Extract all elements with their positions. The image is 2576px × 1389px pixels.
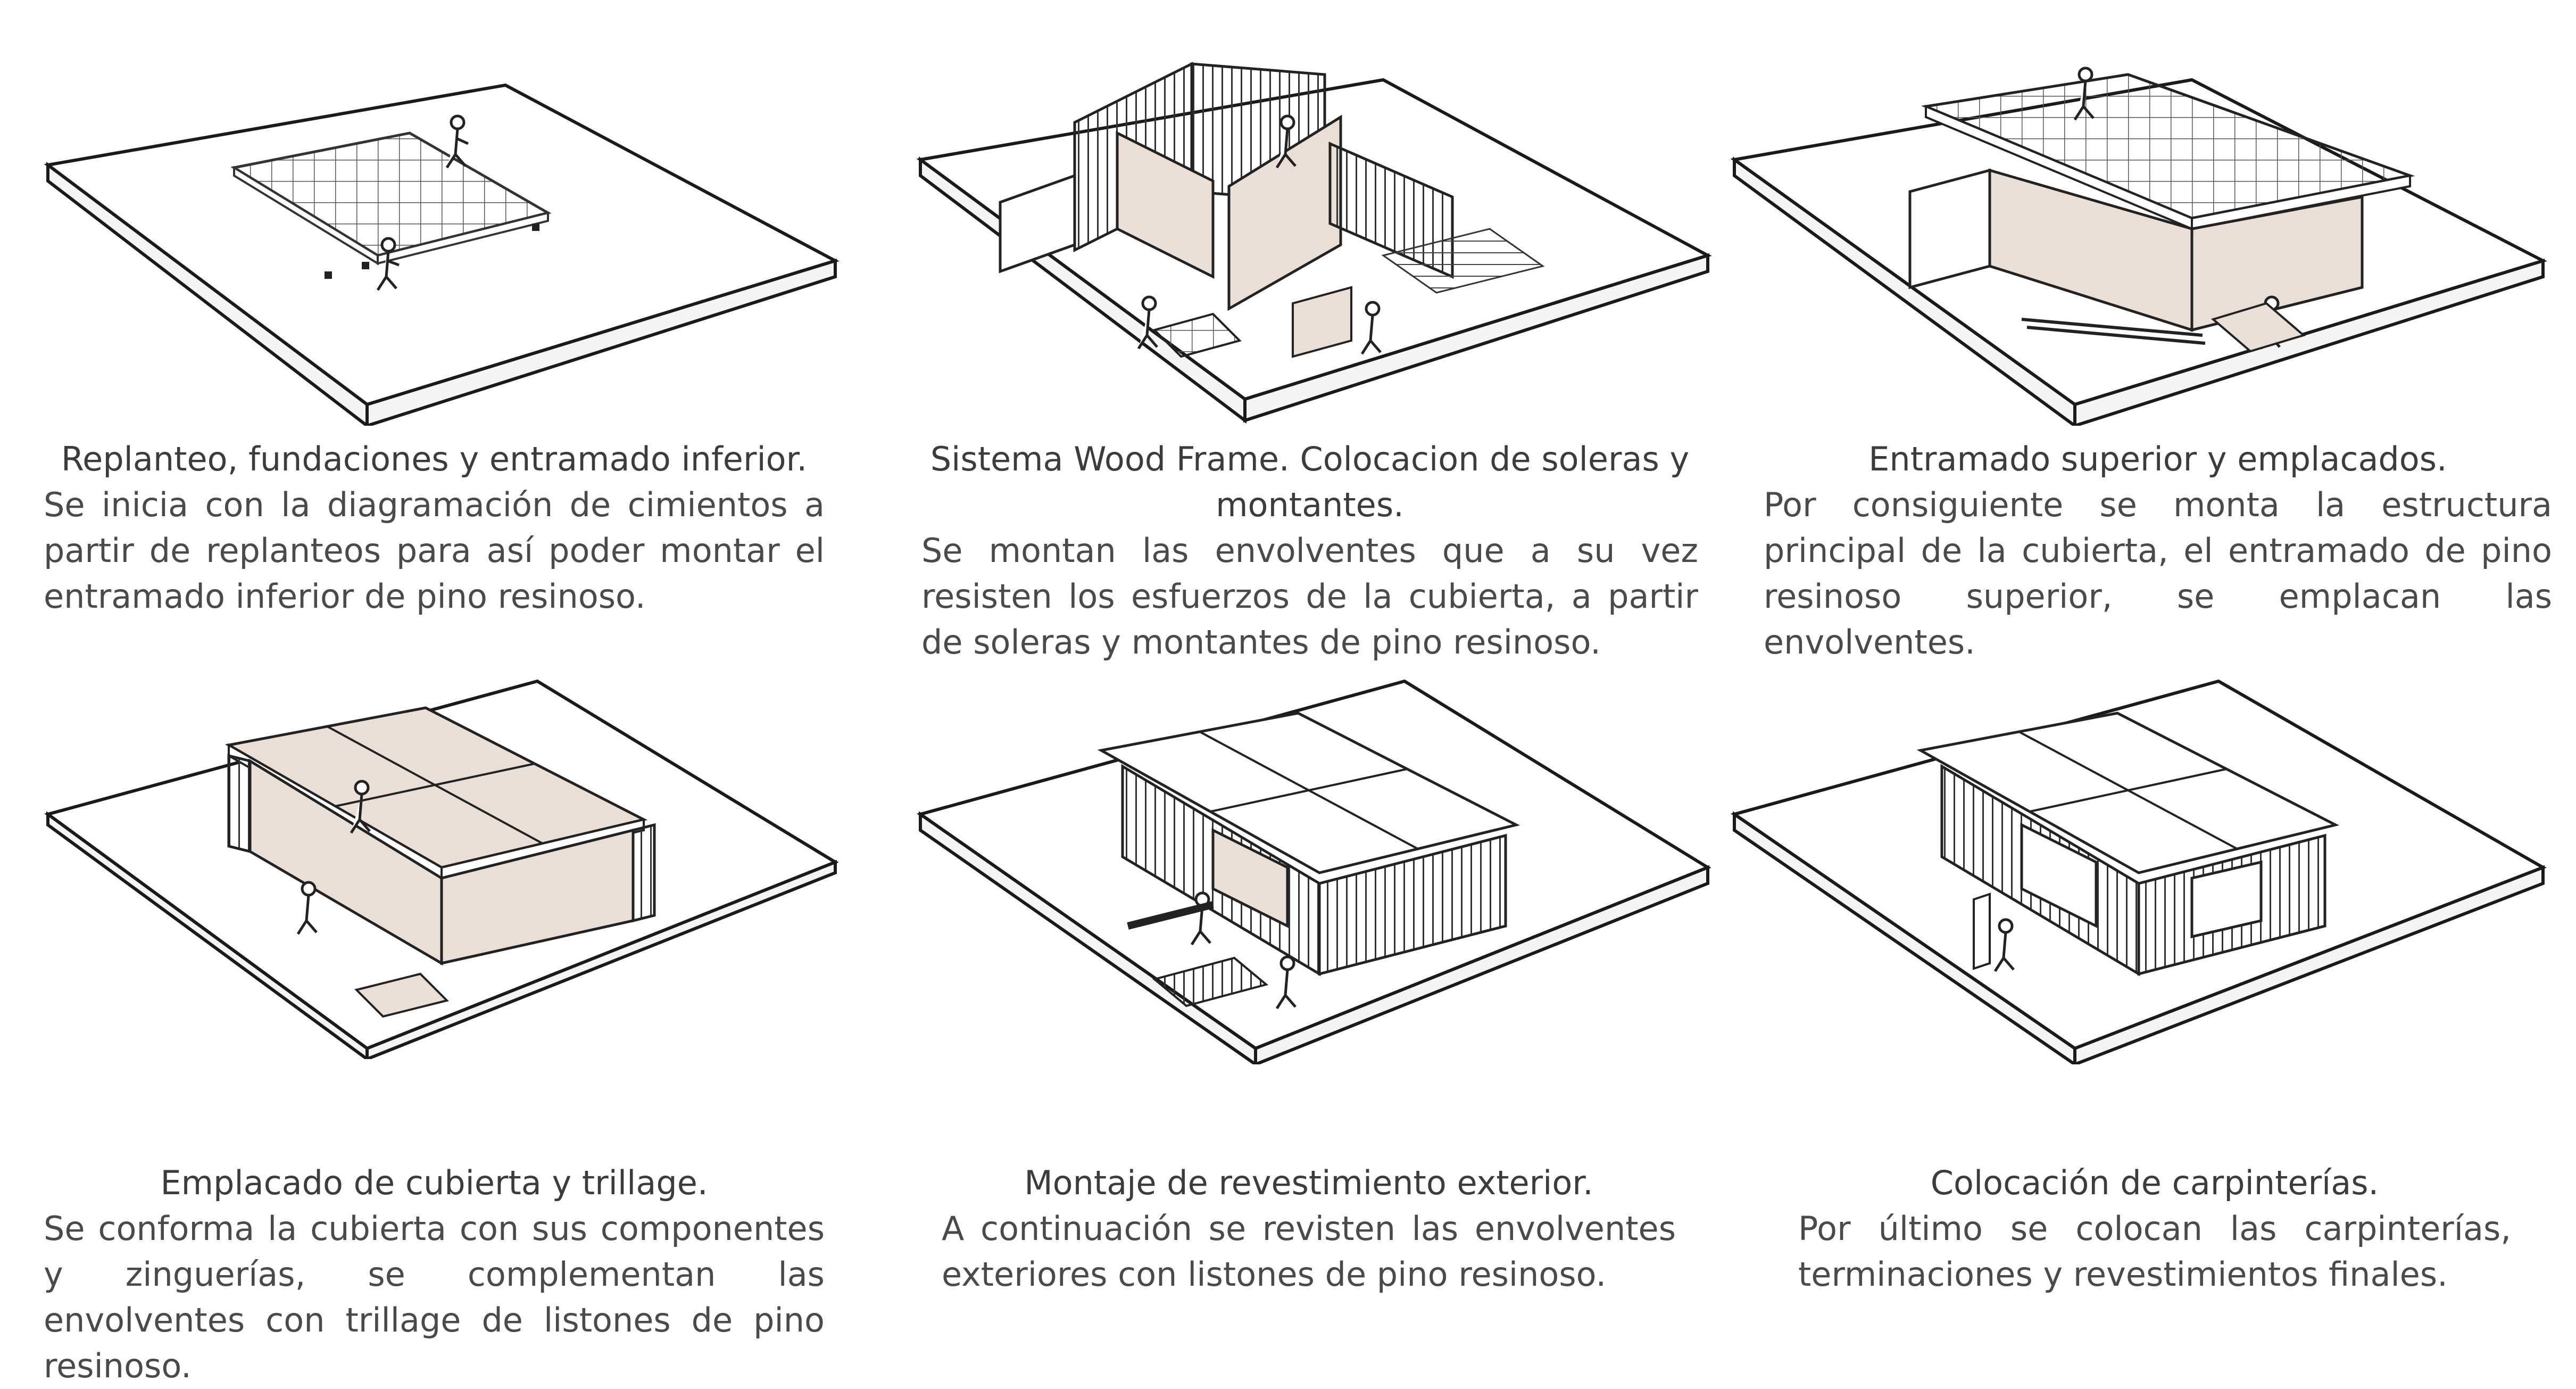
worker-figure-3	[1360, 301, 1382, 355]
step-1-text: Se inicia con la diagramación de cimient…	[44, 485, 825, 616]
step-4-axonometric	[44, 679, 839, 1059]
step-4-title: Emplacado de cubierta y trillage.	[160, 1163, 708, 1202]
loose-panel	[1292, 286, 1352, 358]
cladding-walls	[1121, 764, 1507, 977]
step-6-title: Colocación de carpinterías.	[1930, 1163, 2379, 1202]
step-3-caption: Entramado superior y emplacados. Por con…	[1764, 436, 2552, 665]
worker-figure-1	[2073, 67, 2095, 121]
wall-panels	[1908, 168, 2364, 332]
step-3-title: Entramado superior y emplacados.	[1868, 440, 2447, 478]
slat-ramp	[1127, 901, 1214, 930]
carpentry-frame	[1973, 892, 1991, 970]
step-4-drawing	[37, 676, 846, 1059]
step-5-caption: Montaje de revestimiento exterior. A con…	[942, 1160, 1676, 1297]
step-4-text: Se conforma la cubierta con sus componen…	[44, 1209, 825, 1385]
deck-slats	[1381, 228, 1545, 294]
step-5-drawing	[915, 676, 1718, 1064]
step-6-drawing	[1724, 676, 2554, 1064]
foundation-blocks	[325, 224, 539, 279]
step-4-caption: Emplacado de cubierta y trillage. Se con…	[44, 1160, 825, 1389]
worker-figure-2	[1275, 955, 1297, 1010]
step-3-axonometric	[1730, 67, 2547, 426]
worker-figure-2	[296, 881, 318, 935]
roof	[1916, 712, 2340, 874]
step-1-title: Replanteo, fundaciones y entramado infer…	[61, 440, 808, 478]
step-1-drawing	[37, 53, 846, 426]
ground-plate-edge	[46, 162, 369, 426]
step-2-axonometric	[916, 61, 1712, 424]
loose-frame	[1152, 312, 1242, 358]
slat-bundle	[1152, 956, 1269, 1007]
step-1-caption: Replanteo, fundaciones y entramado infer…	[44, 436, 825, 619]
step-3-text: Por consiguiente se monta la estructura …	[1764, 485, 2552, 662]
worker-figure-1	[350, 780, 371, 834]
finished-walls	[1940, 764, 2326, 977]
wall-frames	[999, 61, 1454, 311]
step-5-text: A continuación se revisten las envolvent…	[942, 1209, 1676, 1294]
step-3-drawing	[1724, 53, 2554, 426]
wall-panels	[227, 754, 656, 966]
step-2-text: Se montan las envolventes que a su vez r…	[921, 531, 1698, 662]
roof	[1097, 712, 1520, 874]
step-2-drawing	[915, 53, 1718, 426]
step-1-axonometric	[44, 83, 840, 426]
worker-figure-1	[1993, 918, 2015, 972]
loose-sheets	[354, 972, 449, 1018]
worker-figure-2	[376, 237, 400, 291]
loose-sheets	[2211, 302, 2306, 353]
worker-figure-1	[445, 114, 469, 169]
step-5-title: Montaje de revestimiento exterior.	[1024, 1163, 1593, 1202]
step-6-axonometric	[1730, 679, 2547, 1064]
step-2-caption: Sistema Wood Frame. Colocacion de solera…	[921, 436, 1698, 665]
step-6-caption: Colocación de carpinterías. Por último s…	[1798, 1160, 2511, 1297]
step-6-text: Por último se colocan las carpinterías, …	[1798, 1209, 2511, 1294]
worker-figure-2	[1137, 295, 1158, 350]
step-5-axonometric	[917, 679, 1711, 1064]
worker-figure-1	[1275, 114, 1297, 169]
loose-beams	[2021, 318, 2206, 345]
step-2-title: Sistema Wood Frame. Colocacion de solera…	[930, 440, 1690, 524]
